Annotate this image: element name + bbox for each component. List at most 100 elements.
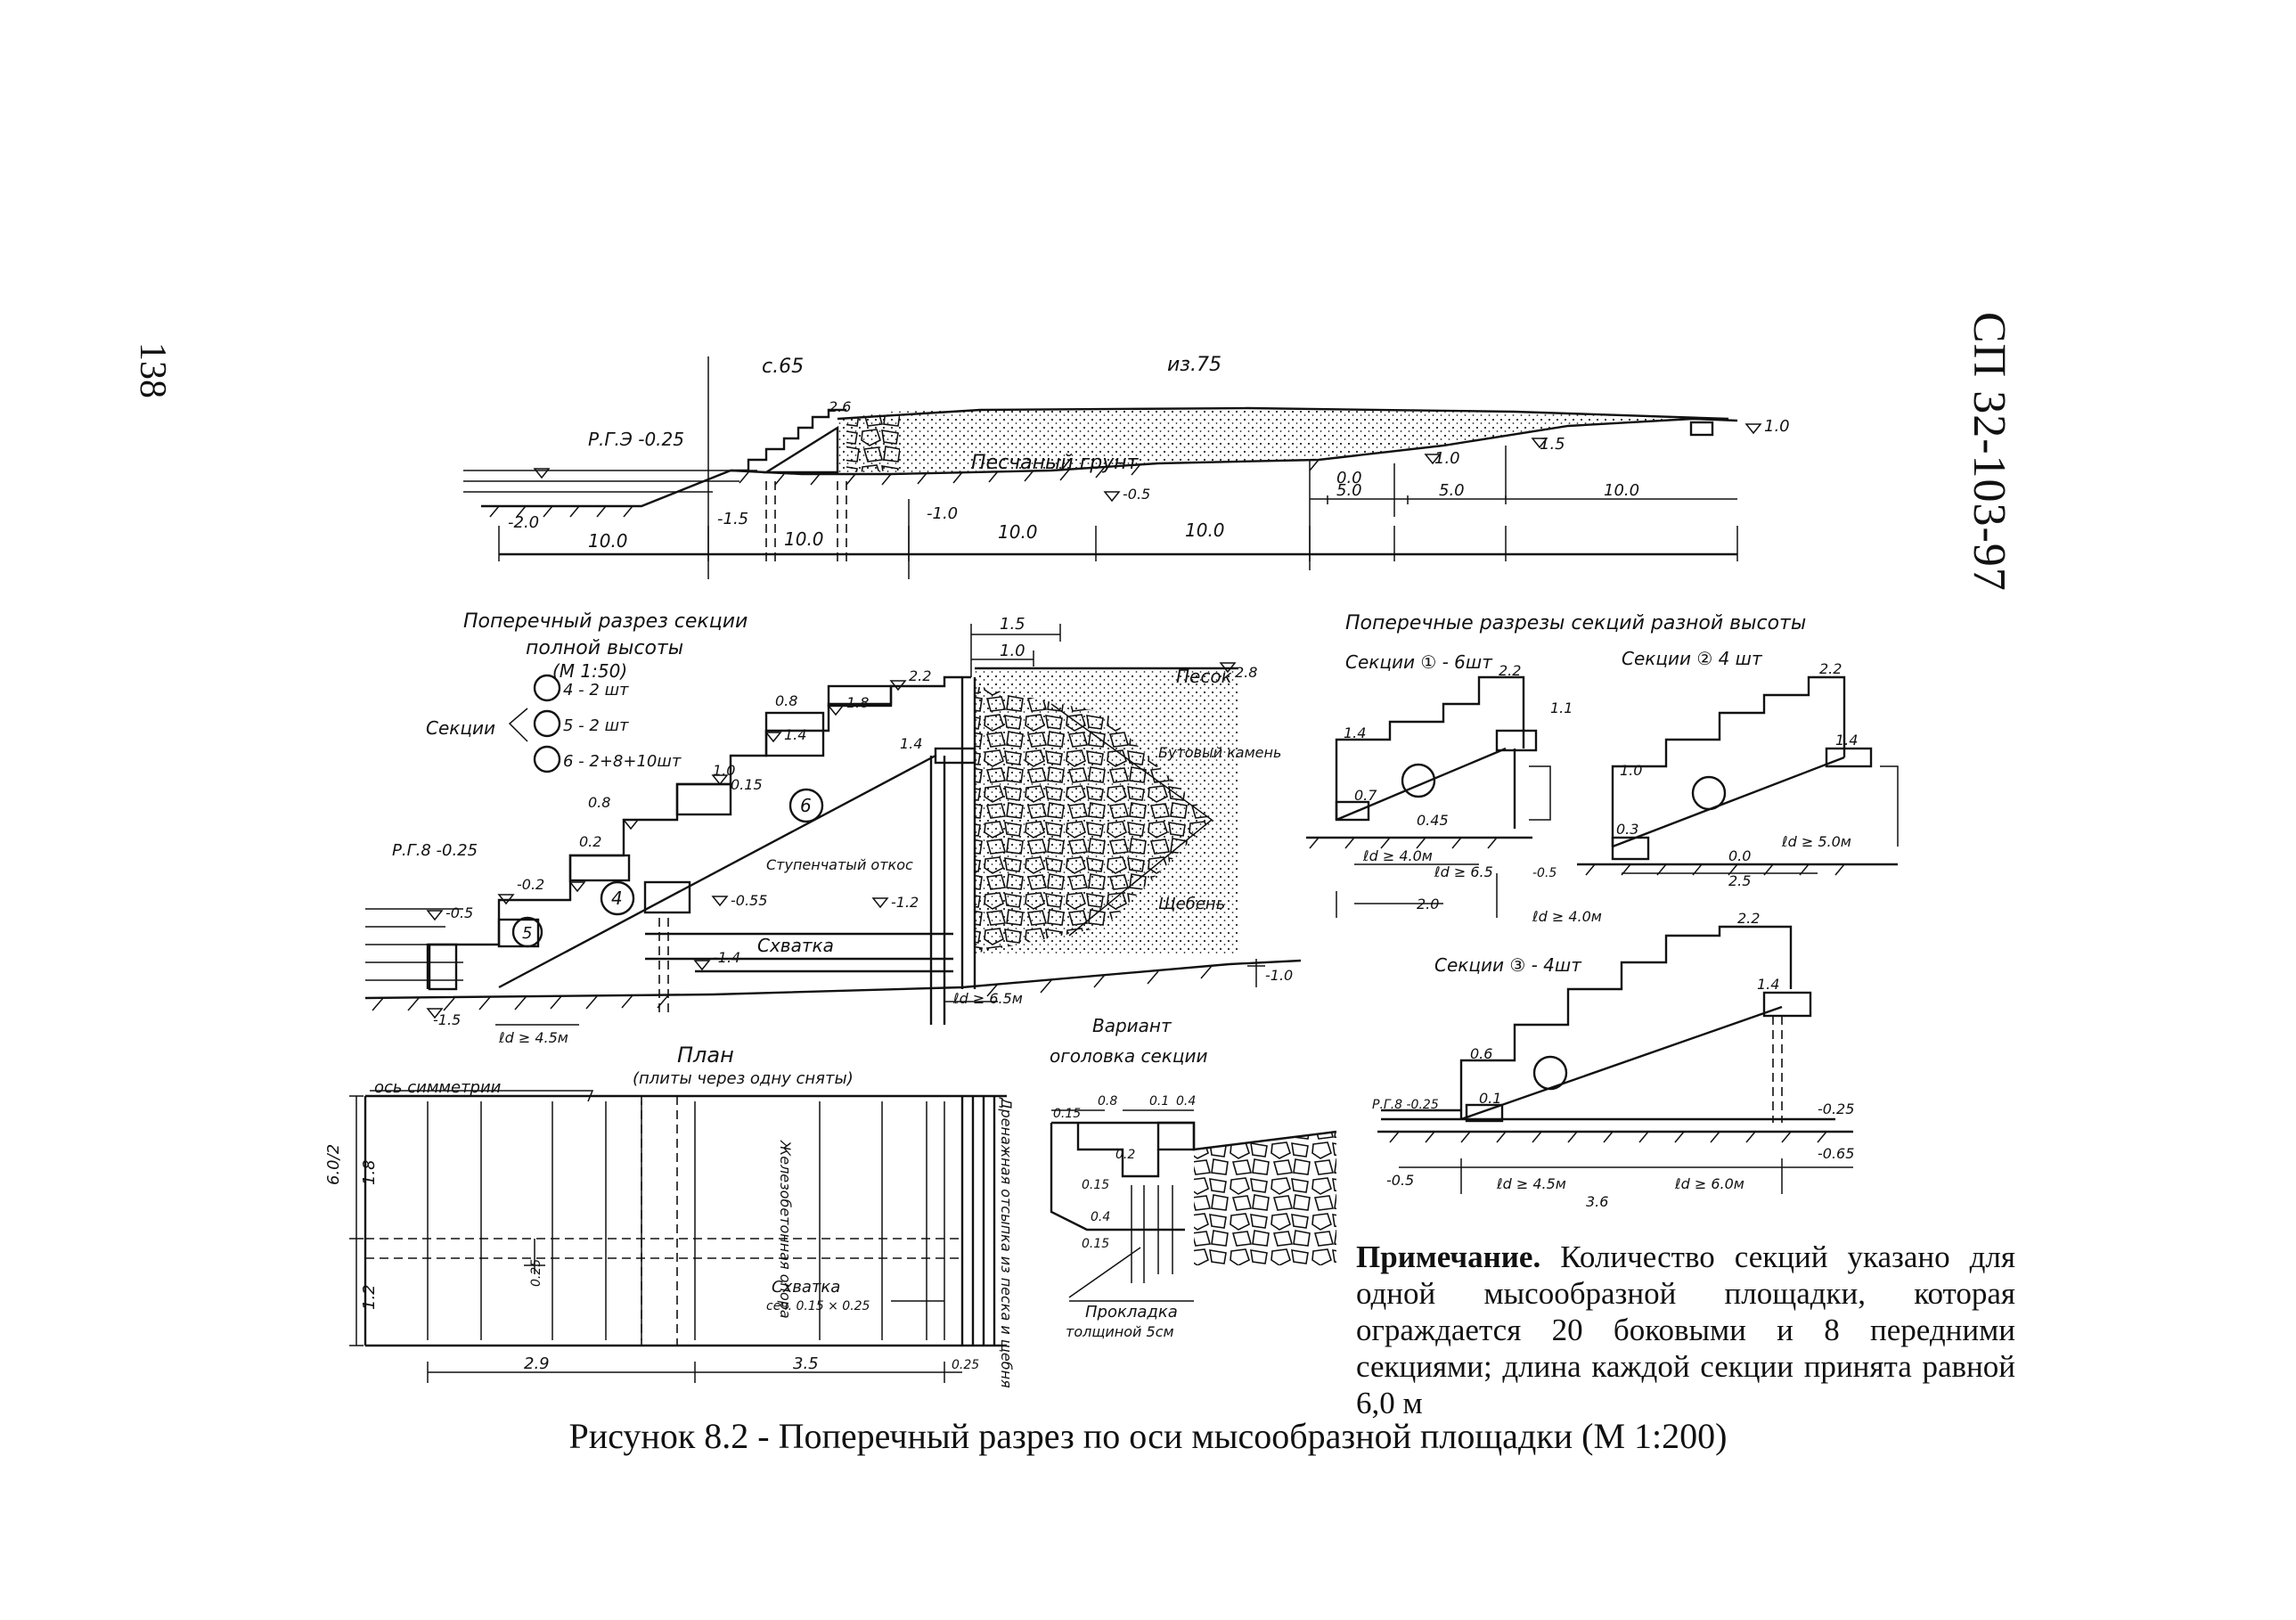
level-1-0: 1.0 [713, 762, 735, 779]
level-minus-1-4: -1.4 [713, 949, 740, 966]
sec1-level-1-4: 1.4 [1344, 724, 1366, 741]
sections-label: Секции [426, 717, 495, 739]
plan-labels: План (плиты через одну сняты) ось симмет… [324, 1043, 1015, 1388]
plan-dim-3-5: 3.5 [793, 1354, 819, 1373]
sec2-level-1-4: 1.4 [1835, 732, 1858, 749]
level-minus-0-2: -0.2 [517, 876, 544, 893]
level-minus-1-5: -1.5 [717, 510, 748, 528]
dim-0-8-a: 0.8 [775, 692, 797, 709]
top-dim-1-5: 1.5 [1000, 615, 1025, 634]
sec3-level-minus-0-5: -0.5 [1386, 1172, 1414, 1189]
level-2-8: 2.8 [1235, 664, 1257, 681]
bottom-dim-3: 10.0 [998, 521, 1038, 543]
sec3-level-2-2: 2.2 [1737, 910, 1760, 927]
variant-detail [1050, 1109, 1337, 1302]
level-0-2: 0.2 [579, 833, 601, 850]
level-1-5: 1.5 [1540, 435, 1565, 454]
level-1-4-a: 1.4 [784, 726, 806, 743]
full-height-water-level: Р.Г.8 -0.25 [392, 841, 478, 860]
level-minus-1-5: -1.5 [433, 1011, 461, 1028]
sec2-dim-3: ℓd ≥ 4.0м [1532, 908, 1602, 925]
sec2-dim-2: 2.5 [1728, 872, 1751, 889]
sec2-level-1-0: 1.0 [1620, 762, 1642, 779]
level-minus-0-55: -0.55 [731, 892, 767, 909]
note-text: Количество секций указано для одной мысо… [1356, 1240, 2015, 1420]
level-0-0: 0.0 [1336, 469, 1362, 487]
rubble-stone-label: Бутовый камень [1158, 744, 1281, 761]
full-height-labels: Поперечный разрез секции полной высоты (… [392, 610, 1293, 1046]
level-minus-1-0: -1.0 [1265, 967, 1293, 984]
bottom-dim-4: 10.0 [1185, 520, 1225, 541]
sec1-level-2-2: 2.2 [1499, 662, 1521, 679]
sec1-dim-2: ℓd ≥ 6.5 [1434, 863, 1493, 880]
main-section-labels: с.65 из.75 Р.Г.Э -0.25 Песчаный грунт 2.… [508, 354, 1790, 552]
level-1-4-b: 1.4 [900, 735, 922, 752]
span-3: 10.0 [1604, 481, 1639, 500]
sec3-level-1-4: 1.4 [1757, 976, 1779, 993]
bottom-dim-1: 10.0 [588, 530, 628, 552]
plan-dim-0-25: 0.25 [529, 1259, 543, 1287]
dim-top-right: из.75 [1167, 354, 1222, 376]
sec3-level-0-1: 0.1 [1479, 1090, 1501, 1107]
sec2-level-0-0: 0.0 [1728, 847, 1751, 864]
plan-clamp-note: сеч. 0.15 × 0.25 [766, 1299, 870, 1313]
sec2-level-0-3: 0.3 [1616, 821, 1638, 838]
plan-title: План [677, 1043, 734, 1068]
sec1-dim-3: 2.0 [1417, 896, 1439, 912]
sec3-dim-3: 3.6 [1586, 1193, 1608, 1210]
figure-caption: Рисунок 8.2 - Поперечный разрез по оси м… [568, 1416, 1728, 1456]
level-0-15: 0.15 [731, 776, 763, 793]
section-6-number: 6 [800, 795, 812, 816]
variant-pad-1: Прокладка [1085, 1303, 1178, 1321]
sec1-dim-1: ℓd ≥ 4.0м [1362, 847, 1433, 864]
different-heights-sections [1306, 675, 1899, 1194]
sec3-dim-2: ℓd ≥ 6.0м [1674, 1175, 1744, 1192]
main-cross-section [463, 356, 1762, 579]
sand-soil-label: Песчаный грунт [971, 452, 1140, 474]
sec2-label: Секции ② 4 шт [1622, 648, 1763, 669]
level-2-2: 2.2 [909, 667, 931, 684]
sec1-level-1-1: 1.1 [1550, 700, 1573, 716]
anchor-length-2: ℓd ≥ 6.5м [952, 990, 1023, 1007]
level-minus-1-0: -1.0 [927, 504, 958, 523]
sec3-water-level: Р.Г.8 -0.25 [1372, 1098, 1439, 1112]
level-minus-2-0: -2.0 [508, 513, 539, 532]
full-height-title-1: Поперечный разрез секции [463, 610, 748, 633]
plan-dim-half-width: 6.0/2 [324, 1144, 343, 1185]
top-dim-1-0: 1.0 [1000, 642, 1025, 660]
plan-dim-1-8: 1.8 [360, 1159, 379, 1185]
variant-dim-8: 0.15 [1082, 1237, 1109, 1251]
level-minus-0-5: -0.5 [445, 904, 473, 921]
sec1-level-0-45: 0.45 [1417, 812, 1449, 829]
sec3-level-0-6: 0.6 [1470, 1045, 1492, 1062]
level-1-0-right: 1.0 [1764, 417, 1790, 436]
anchor-length-1: ℓd ≥ 4.5м [498, 1029, 568, 1046]
span-1: 5.0 [1336, 481, 1362, 500]
sec3-dim-1: ℓd ≥ 4.5м [1496, 1175, 1566, 1192]
variant-labels: Вариант оголовка секции 0.15 0.8 0.1 0.4… [1050, 1015, 1207, 1340]
sec3-level-minus-0-25: -0.25 [1818, 1100, 1854, 1117]
level-2-6: 2.6 [829, 398, 851, 415]
dim-0-8-b: 0.8 [588, 794, 610, 811]
sec2-dim-1: ℓd ≥ 5.0м [1781, 833, 1851, 850]
plan-view [349, 1090, 1007, 1383]
full-height-title-3: (М 1:50) [552, 660, 627, 682]
plan-clamp-label: Схватка [772, 1278, 840, 1297]
variant-dim-5: 0.15 [1082, 1178, 1109, 1192]
section-6-count: 6 - 2+8+10шт [563, 752, 682, 771]
drainage-fill-label: Дренажная отсыпка из песка и щебня [998, 1097, 1015, 1388]
document-code: СП 32-103-97 [1964, 312, 2014, 592]
sec1-level-0-7: 0.7 [1354, 787, 1377, 804]
sec3-level-minus-0-65: -0.65 [1818, 1145, 1854, 1162]
gravel-label: Щебень [1158, 895, 1225, 913]
variant-dim-3: 0.1 [1149, 1094, 1169, 1109]
plan-dim-2-9: 2.9 [524, 1354, 550, 1373]
section-5-number: 5 [522, 924, 532, 943]
level-1-0: 1.0 [1434, 449, 1460, 468]
symmetry-axis-label: ось симметрии [374, 1078, 502, 1097]
sec1-label: Секции ① - 6шт [1345, 651, 1493, 673]
sec3-label: Секции ③ - 4шт [1434, 954, 1582, 976]
level-1-8: 1.8 [846, 694, 869, 711]
variant-title-2: оголовка секции [1050, 1045, 1207, 1067]
